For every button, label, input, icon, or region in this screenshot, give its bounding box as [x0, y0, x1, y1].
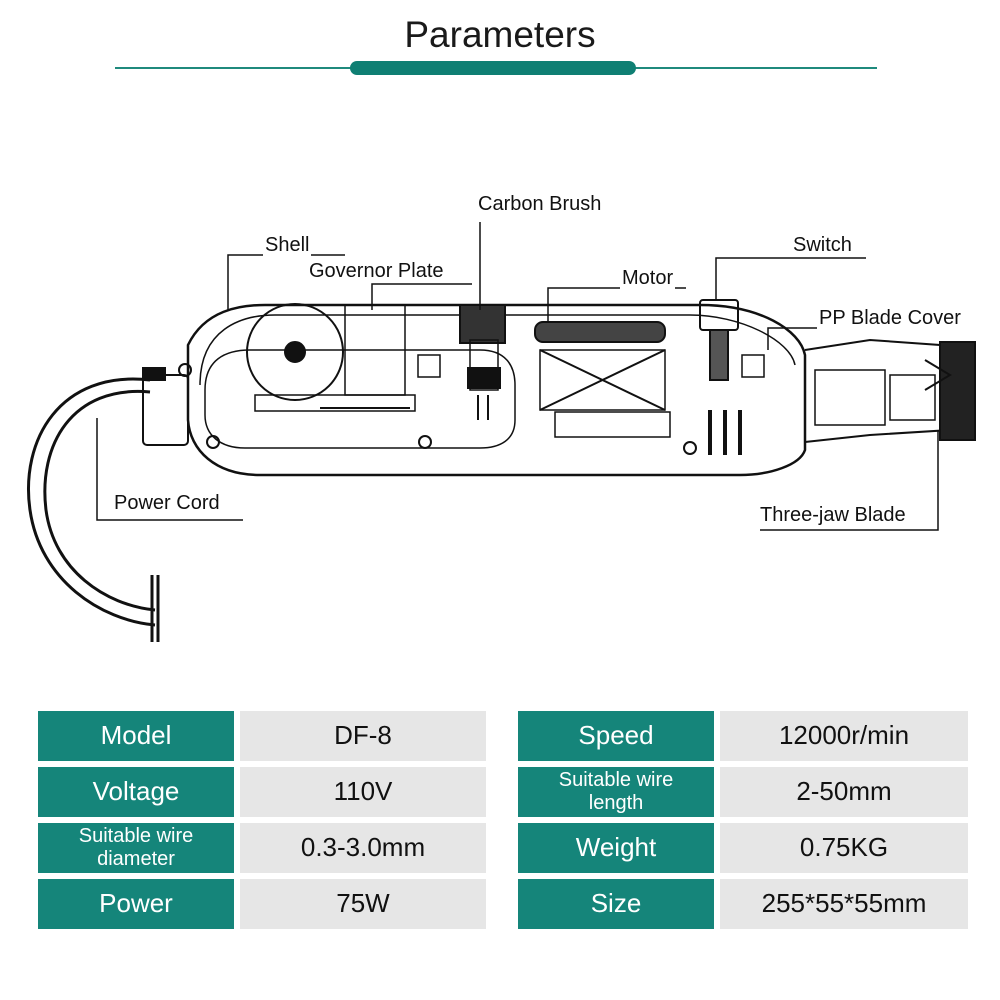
label-motor: Motor: [620, 267, 676, 290]
spec-key-size: Size: [518, 879, 714, 929]
spec-value-wire-length: 2-50mm: [720, 767, 968, 817]
carbon-brush-shape: [459, 304, 506, 344]
spec-value-wire-diameter: 0.3-3.0mm: [240, 823, 486, 873]
spec-value-model: DF-8: [240, 711, 486, 761]
spec-key-speed: Speed: [518, 711, 714, 761]
spec-key-wire-diameter: Suitable wire diameter: [38, 823, 234, 873]
label-governor-plate: Governor Plate: [307, 260, 446, 283]
spec-key-wire-length: Suitable wire length: [518, 767, 714, 817]
label-power-cord: Power Cord: [112, 492, 222, 515]
spec-key-weight: Weight: [518, 823, 714, 873]
rotary-tool-drawing: [27, 222, 976, 642]
governor-wheel: [246, 303, 344, 401]
title-accent-pill: [350, 61, 636, 75]
shell-shape: [186, 303, 807, 477]
label-carbon-brush: Carbon Brush: [476, 193, 604, 216]
spec-table: Model DF-8 Voltage 110V Suitable wire di…: [38, 711, 968, 929]
spec-key-power: Power: [38, 879, 234, 929]
label-three-jaw-blade: Three-jaw Blade: [758, 504, 908, 527]
spec-value-weight: 0.75KG: [720, 823, 968, 873]
label-shell: Shell: [263, 234, 312, 257]
spec-value-voltage: 110V: [240, 767, 486, 817]
page-title: Parameters: [404, 14, 596, 55]
spec-value-speed: 12000r/min: [720, 711, 968, 761]
motor-shape: [534, 321, 666, 343]
tool-diagram: Carbon Brush Shell Governor Plate Motor …: [0, 180, 1000, 660]
pp-blade-cover-shape: [804, 338, 951, 443]
spec-value-size: 255*55*55mm: [720, 879, 968, 929]
spec-value-power: 75W: [240, 879, 486, 929]
label-switch: Switch: [791, 234, 854, 257]
spec-key-model: Model: [38, 711, 234, 761]
spec-key-voltage: Voltage: [38, 767, 234, 817]
three-jaw-blade-shape: [939, 341, 976, 441]
power-cord-shape: [27, 377, 156, 627]
label-pp-blade-cover: PP Blade Cover: [817, 307, 963, 330]
